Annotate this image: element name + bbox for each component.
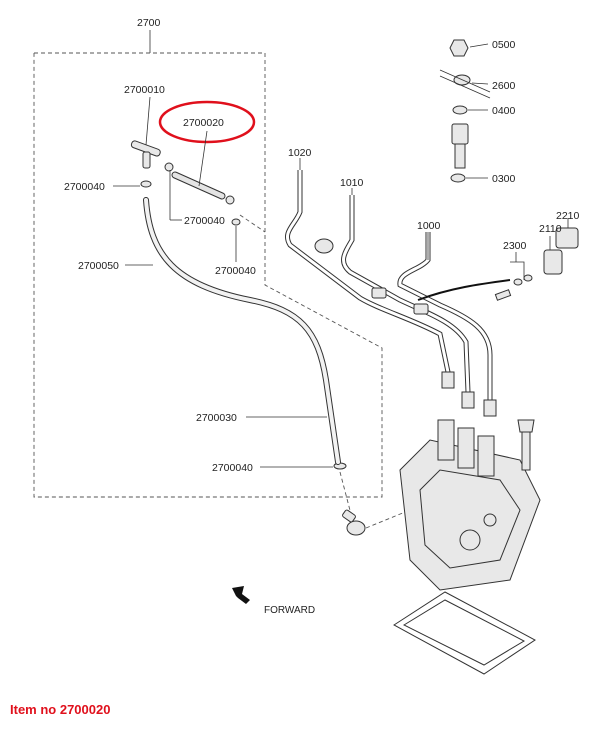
bracket-part	[494, 218, 579, 301]
label-2700020: 2700020	[183, 117, 224, 129]
label-2700040-a: 2700040	[64, 181, 105, 193]
label-2300: 2300	[503, 240, 527, 252]
label-2110: 2110	[539, 223, 562, 235]
gasket-part	[393, 591, 536, 675]
label-2700: 2700	[137, 17, 161, 29]
label-2700050: 2700050	[78, 260, 119, 272]
label-2700040-d: 2700040	[212, 462, 253, 474]
label-1010: 1010	[340, 177, 364, 189]
label-0500: 0500	[492, 39, 516, 51]
label-2600: 2600	[492, 80, 516, 92]
item-caption: Item no 2700020	[10, 702, 111, 717]
label-2700010: 2700010	[124, 84, 165, 96]
forward-label: FORWARD	[264, 605, 315, 616]
label-2700040-c: 2700040	[215, 265, 256, 277]
label-0300: 0300	[492, 173, 516, 185]
label-2700030: 2700030	[196, 412, 237, 424]
fuel-pump-part	[399, 419, 541, 591]
group-2700-boundary	[33, 30, 383, 498]
injector-stack-part	[439, 39, 491, 183]
injection-pipes-part	[284, 158, 511, 417]
forward-arrow-icon	[232, 586, 250, 604]
tee-fitting-part	[130, 96, 161, 169]
label-0400: 0400	[492, 105, 516, 117]
label-2700040-b: 2700040	[184, 215, 225, 227]
label-2210: 2210	[556, 210, 580, 222]
clip-parts	[113, 170, 347, 470]
banjo-connector-part	[342, 509, 411, 536]
label-1020: 1020	[288, 147, 312, 159]
highlight-ellipse	[158, 100, 256, 144]
return-hose-part	[125, 197, 353, 519]
label-1000: 1000	[417, 220, 441, 232]
pipe-2700020-part	[164, 130, 235, 205]
